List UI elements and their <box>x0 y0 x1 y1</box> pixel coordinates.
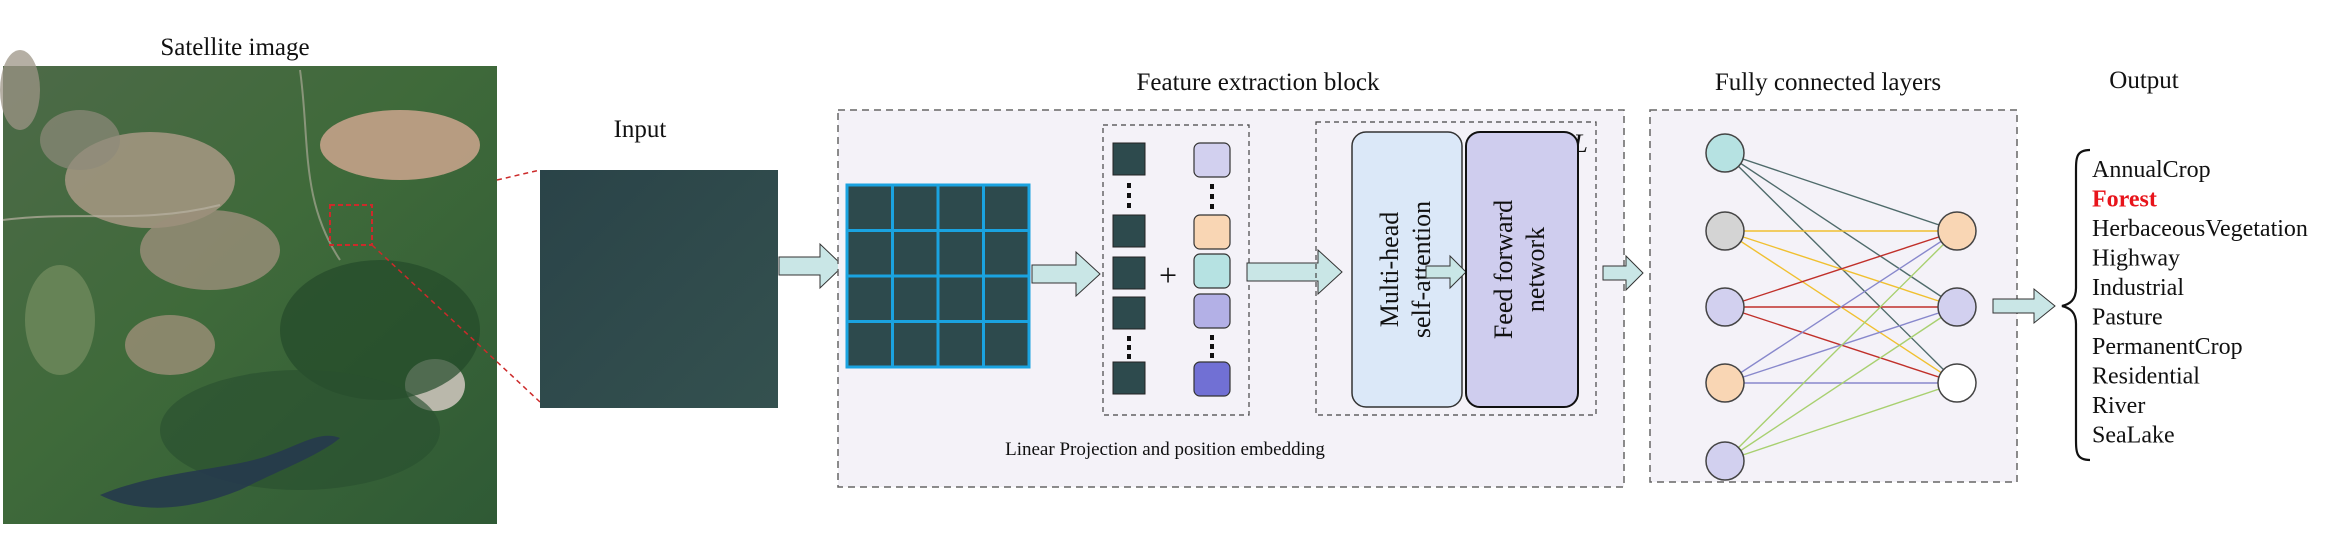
fc-output-nodes <box>1937 211 1977 403</box>
output-class-forest: Forest <box>2092 187 2157 213</box>
patch-grid <box>845 183 1031 369</box>
position-embedding-column <box>1193 142 1231 397</box>
arrow-attention-to-ffn <box>1425 254 1467 290</box>
arrow-tokens-to-encoder <box>1246 248 1343 296</box>
feature-block-heading: Feature extraction block <box>1137 69 1380 96</box>
output-class-herbaceousvegetation: HerbaceousVegetation <box>2092 216 2308 242</box>
satellite-heading: Satellite image <box>160 34 309 61</box>
zoom-line-top <box>496 169 541 181</box>
arrow-input-to-patches <box>778 242 844 290</box>
projection-caption: Linear Projection and position embedding <box>1005 439 1325 460</box>
output-class-highway: Highway <box>2092 246 2180 272</box>
output-class-sealake: SeaLake <box>2092 423 2175 449</box>
attention-label-line1: Multi-head <box>1375 212 1404 328</box>
fc-connections <box>1724 152 1958 462</box>
feed-forward-block <box>1465 131 1579 408</box>
satellite-image <box>0 50 497 524</box>
zoom-line-bottom <box>371 244 541 403</box>
encoder-box <box>1315 121 1597 416</box>
output-class-list: AnnualCropForestHerbaceousVegetationHigh… <box>2092 157 2308 449</box>
input-patch-image <box>540 170 778 408</box>
output-class-pasture: Pasture <box>2092 305 2163 331</box>
ffn-label-line2: network <box>1521 227 1550 312</box>
arrow-fc-to-output <box>1992 287 2056 325</box>
output-class-residential: Residential <box>2092 364 2200 390</box>
selected-patch-marker <box>329 204 373 246</box>
output-heading: Output <box>2109 67 2179 94</box>
arrow-encoder-to-fc <box>1602 254 1644 292</box>
input-heading: Input <box>614 116 667 143</box>
output-class-industrial: Industrial <box>2092 275 2184 301</box>
arrow-patches-to-tokens <box>1031 250 1101 298</box>
fc-heading: Fully connected layers <box>1715 69 1941 96</box>
fc-input-nodes <box>1705 133 1745 481</box>
plus-symbol: + <box>1159 257 1177 293</box>
output-class-permanentcrop: PermanentCrop <box>2092 334 2243 360</box>
patch-token-column <box>1112 142 1146 395</box>
output-brace <box>2061 148 2091 462</box>
output-class-river: River <box>2092 393 2145 419</box>
output-class-annualcrop: AnnualCrop <box>2092 157 2211 183</box>
ffn-label-line1: Feed forward <box>1489 200 1518 339</box>
